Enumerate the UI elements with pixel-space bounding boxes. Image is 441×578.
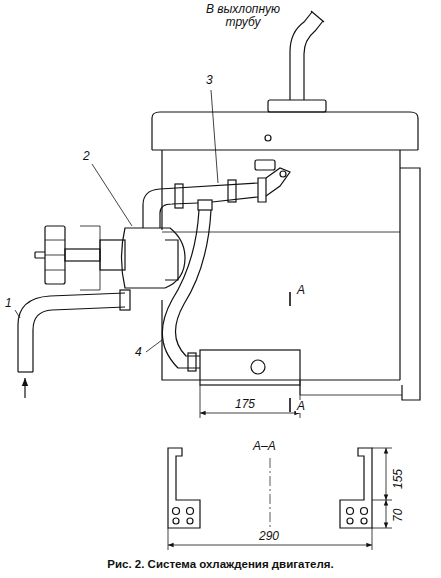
- section-dimensions: [168, 448, 392, 550]
- callout-number: 1: [4, 297, 13, 310]
- dimension-value: 175: [234, 398, 256, 411]
- section-mark: A: [296, 284, 306, 297]
- dimension-lines: [200, 292, 300, 418]
- dimension-value: 290: [258, 530, 280, 543]
- water-pump: [35, 226, 185, 290]
- pipe-note: В выхлопную трубу: [200, 3, 286, 29]
- figure-caption: Рис. 2. Система охлаждения двигателя.: [0, 558, 441, 570]
- engine-cover: [152, 100, 418, 150]
- section-mark: A–A: [252, 440, 277, 453]
- outlet-hose: [143, 168, 290, 228]
- section-brackets: [168, 448, 372, 540]
- exhaust-pipe: [290, 11, 324, 100]
- dimension-value: 70: [392, 508, 405, 523]
- leader-lines: [15, 90, 218, 352]
- bottom-box: [200, 350, 300, 385]
- section-mark: A: [296, 400, 306, 413]
- bypass-hose: [162, 210, 211, 371]
- callout-number: 3: [205, 74, 214, 87]
- callout-number: 2: [82, 150, 91, 163]
- dimension-value: 155: [392, 468, 405, 490]
- inlet-hose: [18, 290, 130, 398]
- engine-block: [162, 135, 420, 400]
- callout-number: 4: [134, 346, 143, 359]
